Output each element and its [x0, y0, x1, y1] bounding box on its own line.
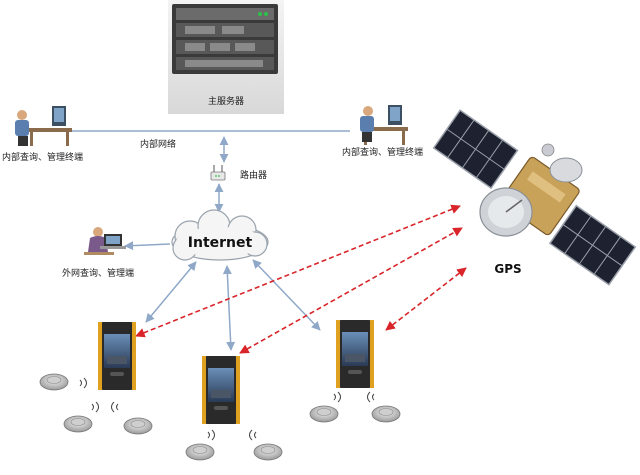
internet-external-link	[124, 241, 171, 251]
router-icon	[210, 165, 226, 181]
rfid-tag-icon	[309, 405, 339, 423]
rfid-tags-3	[309, 391, 401, 423]
internet-device-2-link	[222, 265, 236, 351]
internet-label: Internet	[188, 235, 253, 251]
main-server-label: 主服务器	[208, 95, 244, 107]
workstation-icon	[15, 106, 72, 146]
rfid-tag-icon	[185, 443, 215, 461]
signal-waves-icon	[79, 377, 119, 413]
main-server: 主服务器	[168, 0, 284, 114]
gps-satellite: GPS	[432, 109, 637, 286]
gps-label: GPS	[494, 262, 521, 276]
gps-device-2-link	[239, 227, 463, 354]
terminal-right-label: 内部查询、管理终端	[342, 146, 423, 158]
external-user: 外网查询、管理端	[62, 227, 134, 279]
signal-waves-icon	[333, 391, 375, 403]
rfid-tags-1	[39, 373, 153, 435]
rugged-phone-icon	[98, 322, 136, 390]
laptop-user-icon	[84, 227, 126, 255]
terminal-left-label: 内部查询、管理终端	[2, 151, 83, 163]
internet-device-3-link	[252, 259, 321, 331]
terminal-left: 内部查询、管理终端	[2, 106, 83, 163]
handheld-device-1	[98, 322, 136, 390]
terminal-right: 内部查询、管理终端	[342, 105, 423, 158]
internet-device-1-link	[145, 261, 197, 323]
router-label: 路由器	[240, 169, 267, 181]
rfid-tag-icon	[371, 405, 401, 423]
rugged-phone-icon	[202, 356, 240, 424]
rfid-tags-2	[185, 429, 283, 461]
satellite-icon	[432, 109, 637, 286]
handheld-device-2	[202, 356, 240, 424]
rugged-phone-icon	[336, 320, 374, 388]
signal-waves-icon	[207, 429, 257, 441]
rfid-tag-icon	[253, 443, 283, 461]
intranet-label: 内部网络	[140, 138, 176, 150]
server-rack-icon	[172, 4, 278, 74]
rfid-tag-icon	[123, 417, 153, 435]
external-user-label: 外网查询、管理端	[62, 267, 134, 279]
gps-device-3-link	[385, 267, 467, 331]
handheld-device-3	[336, 320, 374, 388]
rfid-tag-icon	[39, 373, 69, 391]
workstation-icon	[360, 105, 408, 145]
rfid-tag-icon	[63, 415, 93, 433]
router: 路由器	[210, 165, 267, 181]
internet-cloud: Internet	[171, 209, 269, 261]
